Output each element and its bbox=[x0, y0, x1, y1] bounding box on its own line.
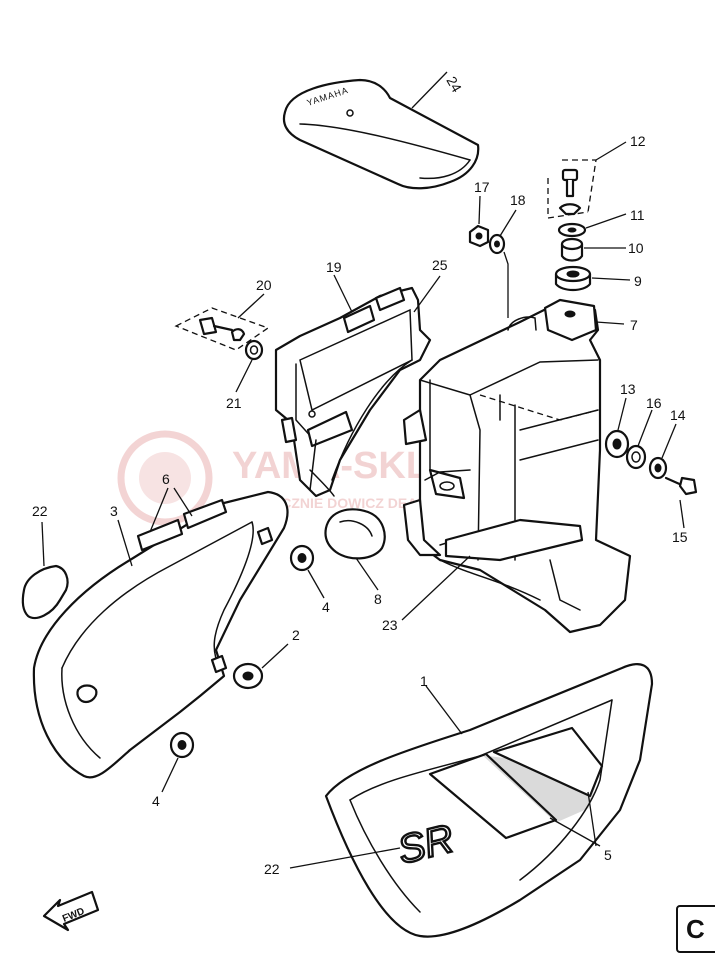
part-4-grommet-upper bbox=[289, 544, 315, 572]
part-22-left-emblem bbox=[21, 564, 69, 620]
part-11-washer bbox=[557, 222, 587, 238]
part-3-left-side-cover bbox=[32, 490, 289, 779]
label-21: 21 bbox=[226, 395, 242, 411]
part-13-grommet bbox=[604, 429, 630, 459]
label-4-upper: 4 bbox=[322, 599, 330, 615]
label-12: 12 bbox=[630, 133, 646, 149]
label-16: 16 bbox=[646, 395, 662, 411]
label-8: 8 bbox=[374, 591, 382, 607]
part-10-collar bbox=[560, 237, 584, 262]
part-8-rubber-cap bbox=[324, 508, 386, 560]
label-11: 11 bbox=[630, 207, 645, 223]
label-18: 18 bbox=[510, 192, 526, 208]
label-10: 10 bbox=[628, 240, 644, 256]
label-6: 6 bbox=[162, 471, 170, 487]
label-14: 14 bbox=[670, 407, 686, 423]
label-22-left: 22 bbox=[32, 503, 48, 519]
label-4-lower: 4 bbox=[152, 793, 160, 809]
label-22-right: 22 bbox=[264, 861, 280, 877]
label-17: 17 bbox=[474, 179, 490, 195]
part-19-bracket-plate bbox=[274, 286, 432, 498]
part-1-right-side-cover: SR bbox=[324, 663, 654, 938]
label-15: 15 bbox=[672, 529, 688, 545]
part-24-seat-pad: YAMAHA bbox=[282, 78, 480, 190]
label-20: 20 bbox=[256, 277, 272, 293]
part-20-bolt-group bbox=[174, 307, 270, 351]
part-12-bolt-group bbox=[547, 159, 597, 219]
label-9: 9 bbox=[634, 273, 642, 289]
part-23-plate bbox=[444, 518, 584, 562]
section-marker-box: C bbox=[676, 905, 715, 953]
part-18-washer bbox=[488, 233, 506, 255]
part-16-collar bbox=[625, 444, 647, 470]
part-17-nut bbox=[468, 224, 490, 248]
part-9-grommet bbox=[554, 265, 592, 292]
part-4-grommet-lower bbox=[169, 731, 195, 759]
part-15-bolt bbox=[664, 476, 698, 496]
leader-lines bbox=[41, 71, 685, 869]
label-13: 13 bbox=[620, 381, 636, 397]
label-25: 25 bbox=[432, 257, 448, 273]
label-7: 7 bbox=[630, 317, 638, 333]
part-7-tank-assembly bbox=[402, 298, 632, 634]
part-labels: 24 12 11 10 9 7 17 18 13 16 14 15 19 25 … bbox=[32, 74, 688, 878]
part-2-grommet bbox=[232, 662, 264, 690]
label-2: 2 bbox=[292, 627, 300, 643]
label-5: 5 bbox=[604, 847, 612, 863]
label-3: 3 bbox=[110, 503, 118, 519]
part-14-washer bbox=[648, 456, 668, 480]
label-23: 23 bbox=[382, 617, 398, 633]
fwd-arrow-icon: FWD bbox=[42, 890, 100, 932]
label-1: 1 bbox=[420, 673, 428, 689]
label-24: 24 bbox=[443, 74, 465, 96]
label-19: 19 bbox=[326, 259, 342, 275]
part-21-collar bbox=[244, 339, 264, 361]
watermark-logo-icon bbox=[117, 430, 213, 526]
